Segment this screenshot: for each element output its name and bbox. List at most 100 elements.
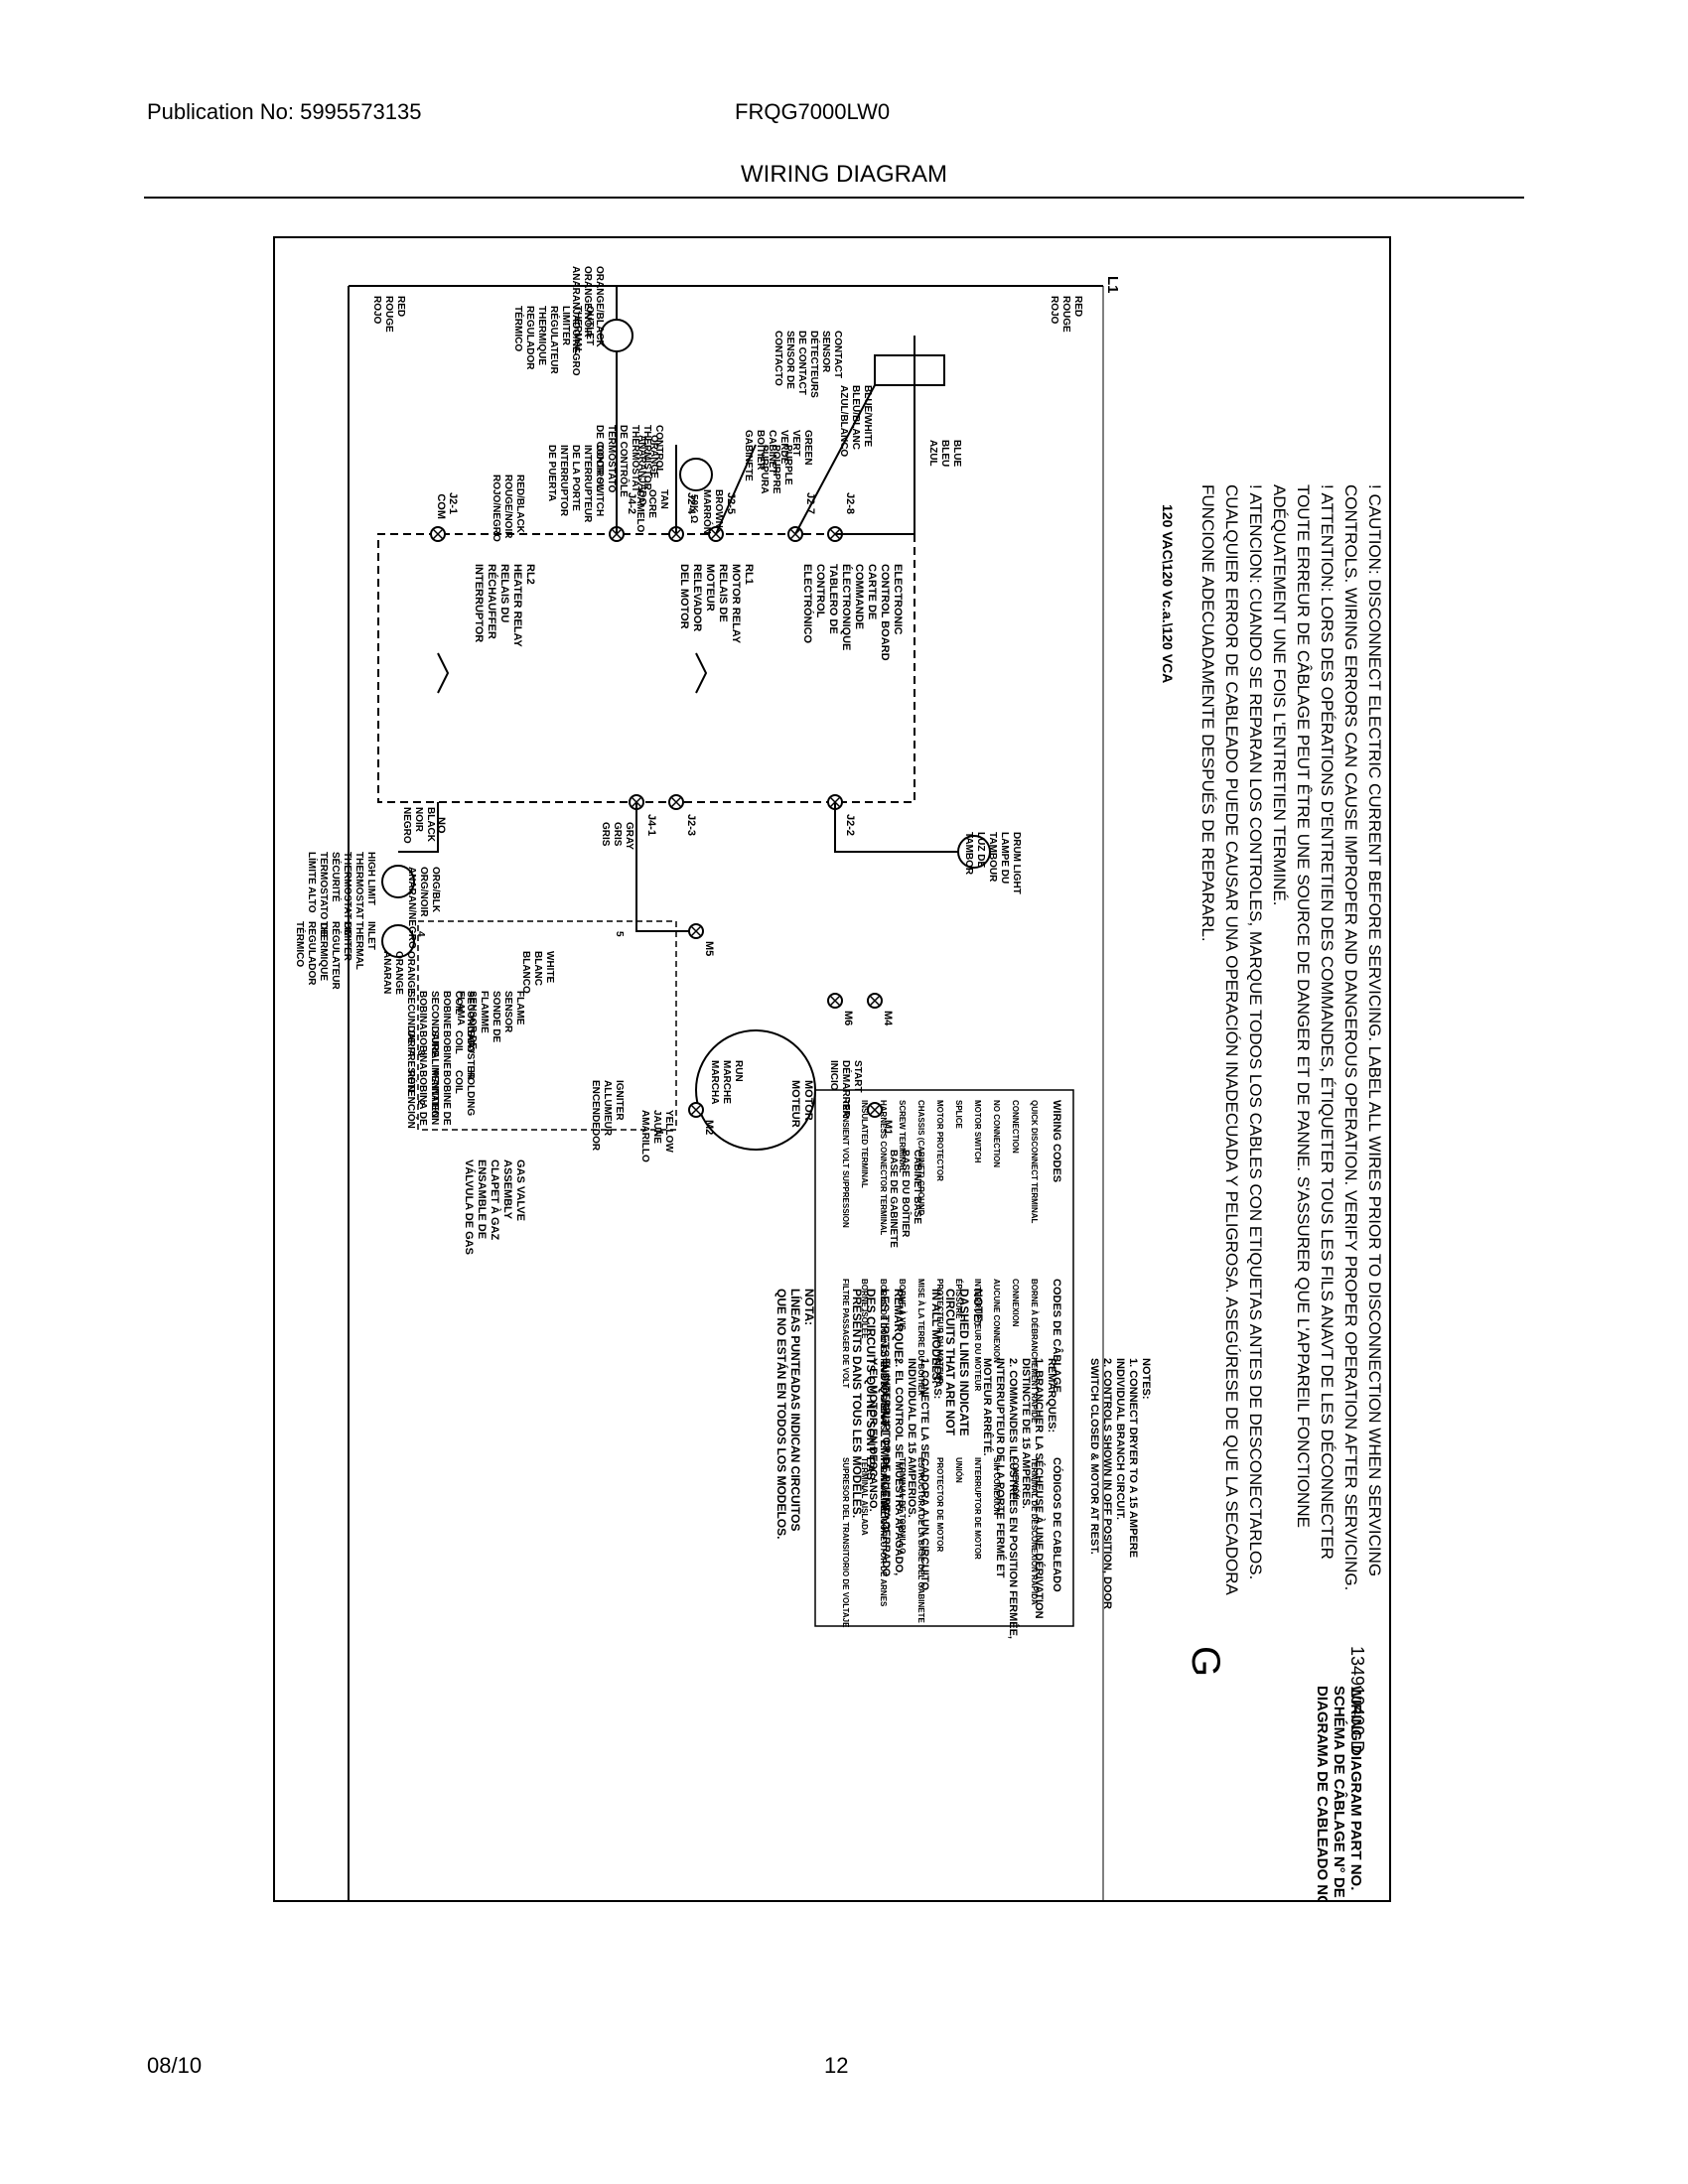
wiring-code-cell: HARNESS CONNECTOR TERMINAL [879, 1100, 888, 1235]
inlet-limiter-label: INLETTHERMALLIMITERRÉGULATEURTHERMIQUERE… [294, 921, 376, 990]
cabinet-ground-label-line: GABINETE [743, 430, 754, 481]
high-limit-label-line: THERMOSTAT [353, 852, 364, 919]
contact-sensor [874, 354, 945, 386]
wiring-code-cell: CONNEXION [1011, 1279, 1020, 1327]
wiring-code-cell: CONEXIÓN [1011, 1457, 1020, 1500]
start-winding-label-line: START [852, 1060, 863, 1093]
contact-sensor-label-line: SENSOR DE [784, 331, 795, 389]
wiring-code-cell: INTERRUPTOR DE MOTOR [973, 1457, 982, 1560]
yellow-label-line: YELLOW [663, 1110, 674, 1153]
contact-sensor-label-line: SENSOR [820, 331, 831, 373]
flame-sensor-label-line: FLAME [514, 991, 525, 1025]
part-no-number: 134910400 D [1347, 1646, 1367, 1753]
wiring-codes-header: CODES DE CÂBLAGE [1051, 1279, 1063, 1393]
wiring-code-cell: BORNE À DÉBRANCHEMENT RAPIDE [1030, 1279, 1039, 1424]
purple-wire [715, 444, 757, 535]
voltage-label: 120 VAC\120 Vc.a.\120 VCA [1160, 504, 1176, 683]
outlet-limiter-label-line: TÉRMICO [512, 306, 525, 351]
holding-coil-label-line: RETENCIÓN [405, 1070, 418, 1129]
secondary-coil-label-line: SECUNDARIA [405, 991, 416, 1057]
igniter-label-line: IGNITER [614, 1080, 625, 1121]
drum-light-label-line: LUZ DE [975, 832, 986, 868]
caution-line: FUNCIONE ADECUADAMENTE DESPUÉS DE REPARA… [1198, 484, 1217, 942]
motor-terminal-x [690, 925, 702, 937]
thermistor-label-line: TERMOSTATO [606, 425, 617, 493]
connector-label: J2-4 [685, 492, 697, 515]
high-limit-label-line: THERMOSTAT DE [342, 852, 352, 936]
notes-fr-line: DISTINCTE DE 15 AMPÈRES. [1020, 1358, 1033, 1509]
holding-coil-label-line: MAINTIEN [429, 1070, 440, 1118]
publication-number: Publication No: 5995573135 [147, 99, 422, 124]
connector-label: J2-7 [804, 492, 816, 514]
part-no-label-line: SCHÉMA DE CÂBLAGE N° DE PIÈCE [1331, 1686, 1348, 1902]
wiring-codes-header: WIRING CODES [1051, 1100, 1062, 1182]
org-blk-label-line: ORG/NOIR [418, 867, 429, 917]
notes-fr: REMARQUES:1. BRANCHER LA SÉCHEUSE À UNE … [981, 1358, 1057, 1639]
connector-terminal-x [432, 528, 444, 540]
contact-sensor-label-line: CONTACT [832, 331, 843, 378]
connector-label: J2-8 [844, 492, 856, 514]
motor-terminal-x [869, 1104, 881, 1116]
thermistor-label-line: DE CONTRÔLE [618, 425, 631, 497]
heater-relay-label-line: RÉCHAUFFER [486, 564, 498, 639]
motor-terminal-label: M4 [882, 1011, 894, 1026]
booster-coil-label-line: SURALIMENTATION [429, 1030, 440, 1125]
thermistor-label-line: CONTROL [653, 425, 664, 474]
note-dashed-line: DASHED LINES INDICATE [957, 1289, 971, 1435]
caution-line: ADÉQUATEMENT UNE FOIS L'ENTRETIEN TERMIN… [1270, 484, 1289, 906]
blue-label-line: AZUL [927, 440, 938, 467]
blue-white-wire [794, 384, 876, 535]
nota-dashed-line: NOTA: [802, 1289, 816, 1325]
wiring-code-cell: ESTRUCTURA DE LA BASE DEL GABINETE [916, 1457, 925, 1623]
high-limit-label-line: LÍMITE ALTO [306, 852, 319, 913]
wiring-code-cell: BORNE ISOLÉE [860, 1279, 869, 1339]
remarque-dashed-line: REMARQUE: [892, 1289, 906, 1362]
wiring-code-cell: TRANSIENT VOLT SUPPRESSION [841, 1100, 850, 1228]
connector-label: J2-2 [844, 814, 856, 836]
thermistor-label-line: THERMISTOR [641, 425, 652, 491]
wiring-code-cell: ÉPISSURE [954, 1279, 963, 1319]
holding-coil-label-line: BOBINE DE [441, 1070, 452, 1126]
drum-light-label-line: DRUM LIGHT [1011, 832, 1022, 894]
notes-en: NOTES:1. CONNECT DRYER TO A 15 AMPEREIND… [1088, 1358, 1152, 1609]
motor-label-line: MOTEUR [789, 1080, 801, 1128]
secondary-coil-label-line: COIL [453, 991, 464, 1015]
tan-label-line: OCRE [646, 489, 657, 518]
org-blk-label-line: ANARAN/NEGRO [406, 867, 417, 949]
control-board-label-line: TABLERO DE [827, 564, 839, 634]
flame-sensor-label-line: FLAMME [479, 991, 490, 1033]
secondary-coil-label-line: BOBINA [417, 991, 428, 1029]
heater-relay-label-line: RL2 [524, 564, 536, 585]
header-rule [144, 197, 1524, 199]
notes-en-line: SWITCH CLOSED & MOTOR AT REST. [1088, 1358, 1100, 1555]
inlet-limiter-label-line: RÉGULATEUR [330, 921, 343, 990]
brown-label-line: MARRÓN [701, 489, 714, 534]
connector-label: J4-2 [626, 492, 637, 514]
start-winding-label-line: INICIO [828, 1060, 839, 1091]
blue-label-line: BLUE [951, 440, 962, 468]
page-number: 12 [824, 2053, 849, 2078]
door-switch-label-line: INTERRUPTEUR [582, 445, 593, 523]
motor-relay-label-line: RELAIS DE [717, 564, 729, 622]
holding-coil-label-line: HOLDING [465, 1070, 476, 1116]
flame-sensor-label-line: SONDE DE [491, 991, 501, 1043]
brown-label-line: BROWN [713, 489, 724, 528]
orange-black-label-line: ORANGE/BLACK [594, 266, 605, 347]
remarque-dashed: REMARQUE:LES TIRETS INDIQUENT L'EMPLACEM… [850, 1289, 906, 1533]
door-switch-label-line: INTERRUPTOR [558, 445, 569, 517]
yellow-label-line: AMARILLO [639, 1110, 650, 1162]
wiring-code-cell: SUPRESOR DEL TRANSITORIO DE VOLTAJE [841, 1457, 850, 1628]
orange-anaran-label-line: ORANGE [405, 951, 416, 995]
notes-en-line: 2. CONTROLS SHOWN IN OFF POSITION, DOOR [1101, 1358, 1113, 1609]
part-no-label-line: WIRING DIAGRAM PART NO. [1347, 1686, 1364, 1890]
